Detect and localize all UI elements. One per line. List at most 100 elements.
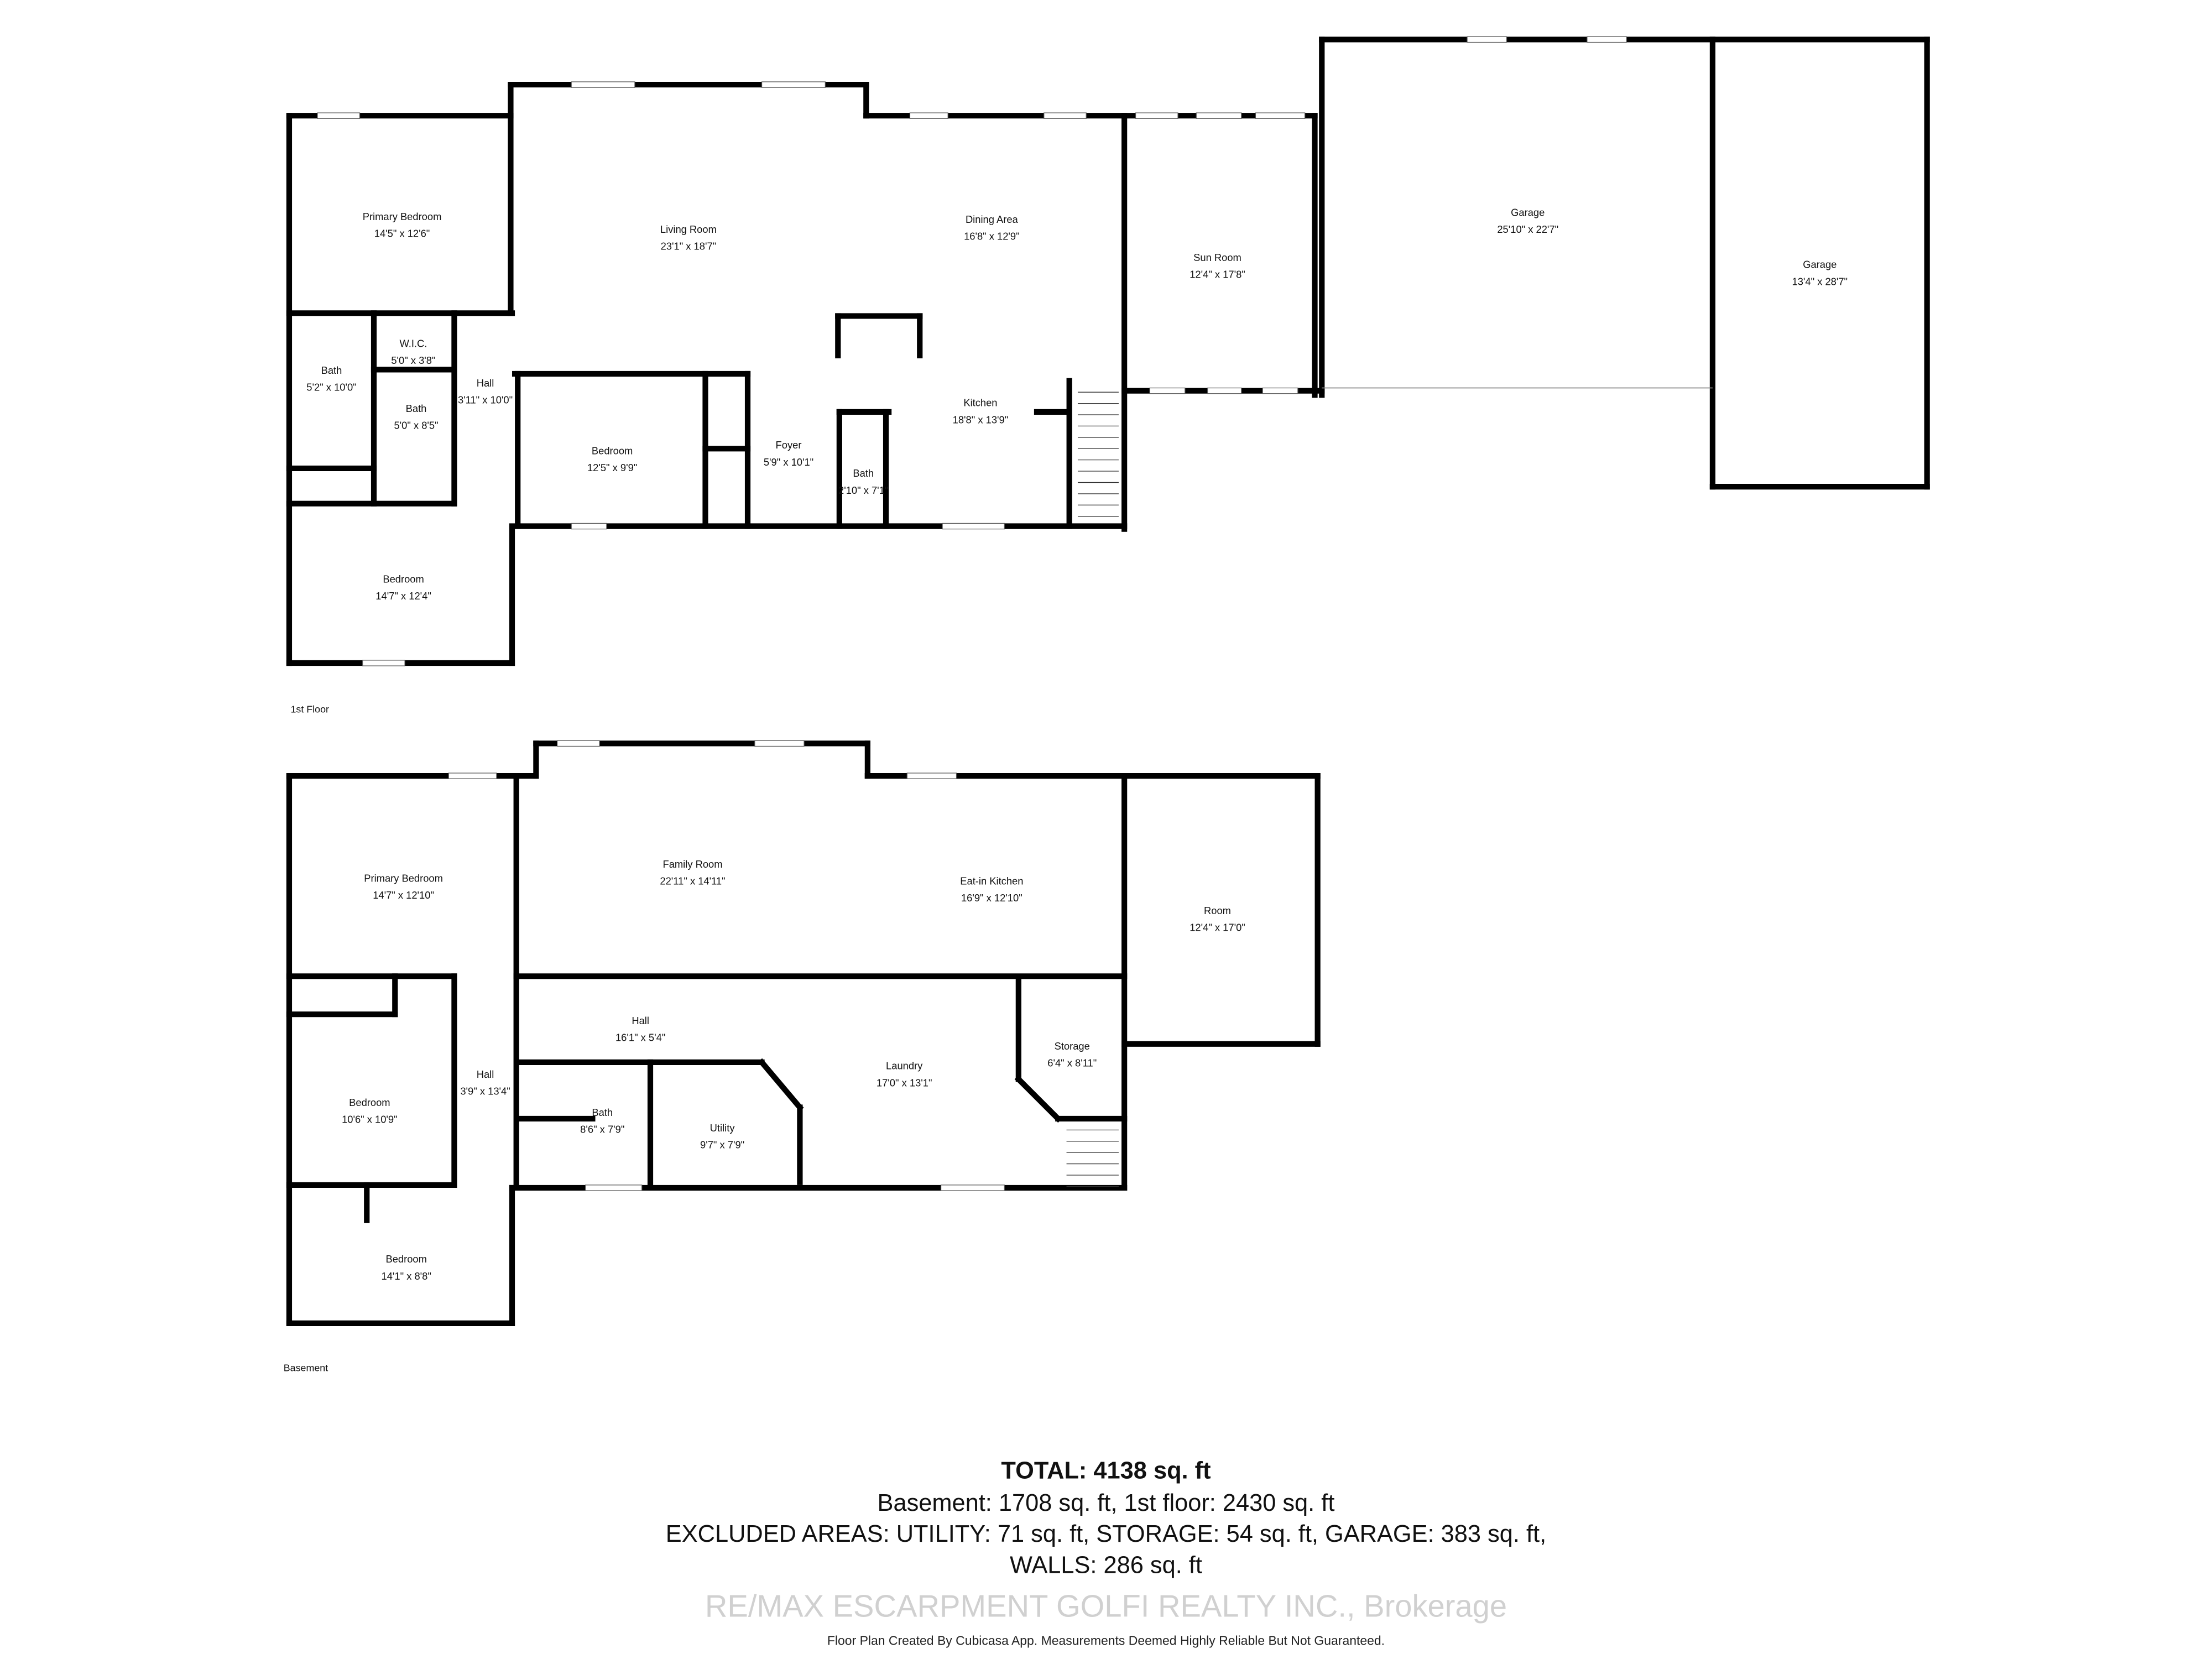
room-label: Primary Bedroom 14'7" x 12'10": [364, 870, 443, 904]
window: [761, 81, 826, 88]
room-name: Bath: [592, 1105, 613, 1119]
floor-label-1st: 1st Floor: [290, 705, 329, 716]
window: [362, 660, 405, 666]
room-dims: 25'10" x 22'7": [1497, 223, 1559, 236]
room-dims: 2'10" x 7'1": [838, 483, 889, 497]
window: [557, 740, 600, 747]
floor-label-basement: Basement: [283, 1364, 328, 1374]
window: [940, 1185, 1005, 1191]
room-name: Bedroom: [383, 572, 424, 586]
window: [571, 81, 635, 88]
room-name: Room: [1204, 904, 1231, 917]
window: [1196, 112, 1242, 119]
room-dims: 10'6" x 10'9": [342, 1113, 398, 1126]
room-name: Bath: [405, 402, 427, 415]
room-name: Bath: [321, 364, 342, 377]
room-dims: 14'7" x 12'4": [375, 589, 431, 603]
room-label: Dining Area 16'8" x 12'9": [964, 212, 1020, 246]
room-dims: 22'11" x 14'11": [660, 874, 726, 888]
room-name: W.I.C.: [399, 337, 427, 350]
room-name: Primary Bedroom: [362, 210, 442, 223]
room-label: Kitchen 18'8" x 13'9": [953, 395, 1009, 429]
room-label: Bedroom 12'5" x 9'9": [587, 443, 637, 477]
room-label: Bath 5'2" x 10'0": [306, 363, 356, 397]
room-label: Bath 2'10" x 7'1": [838, 466, 888, 499]
room-dims: 16'9" x 12'10": [961, 891, 1022, 905]
room-dims: 14'1" x 8'8": [381, 1269, 431, 1282]
room-label: Garage 25'10" x 22'7": [1497, 205, 1558, 238]
room-label: W.I.C. 5'0" x 3'8": [391, 336, 435, 369]
room-dims: 12'4" x 17'8": [1190, 268, 1245, 281]
room-name: Garage: [1803, 258, 1837, 271]
room-dims: 14'7" x 12'10": [373, 889, 434, 902]
room-name: Bedroom: [591, 444, 633, 457]
room-name: Living Room: [660, 223, 717, 236]
room-name: Hall: [476, 377, 494, 390]
room-dims: 6'4" x 8'11": [1047, 1056, 1097, 1070]
room-name: Bath: [853, 467, 874, 480]
floor-areas: Basement: 1708 sq. ft, 1st floor: 2430 s…: [877, 1489, 1335, 1517]
window: [448, 773, 497, 779]
brokerage-watermark: RE/MAX ESCARPMENT GOLFI REALTY INC., Bro…: [705, 1588, 1507, 1624]
room-dims: 16'8" x 12'9": [964, 229, 1020, 243]
room-label: Bath 8'6" x 7'9": [580, 1104, 624, 1138]
room-dims: 5'0" x 3'8": [391, 354, 436, 367]
room-name: Primary Bedroom: [364, 872, 443, 885]
room-dims: 18'8" x 13'9": [952, 413, 1009, 426]
room-dims: 23'1" x 18'7": [660, 239, 717, 253]
room-dims: 3'11" x 10'0": [457, 393, 513, 406]
window: [1467, 36, 1507, 43]
room-label: Laundry 17'0" x 13'1": [877, 1058, 932, 1092]
room-label: Bedroom 14'7" x 12'4": [375, 571, 431, 605]
room-label: Room 12'4" x 17'0": [1190, 903, 1245, 937]
room-label: Eat-in Kitchen 16'9" x 12'10": [960, 873, 1023, 907]
room-dims: 5'2" x 10'0": [306, 380, 357, 394]
floor-plan-credit: Floor Plan Created By Cubicasa App. Meas…: [827, 1634, 1385, 1648]
room-name: Storage: [1054, 1040, 1090, 1053]
room-name: Kitchen: [963, 396, 998, 409]
window: [909, 112, 948, 119]
window: [942, 523, 1005, 530]
window: [1149, 387, 1186, 394]
room-dims: 5'9" x 10'1": [763, 455, 814, 468]
room-dims: 17'0" x 13'1": [876, 1076, 932, 1089]
room-dims: 12'5" x 9'9": [587, 461, 638, 474]
window: [1207, 387, 1242, 394]
room-name: Eat-in Kitchen: [960, 874, 1024, 888]
room-name: Dining Area: [965, 213, 1018, 226]
window: [1044, 112, 1087, 119]
room-name: Laundry: [886, 1059, 923, 1072]
room-name: Utility: [709, 1121, 735, 1135]
room-dims: 5'0" x 8'5": [394, 419, 439, 432]
room-label: Primary Bedroom 14'5" x 12'6": [363, 209, 442, 243]
window: [754, 740, 805, 747]
room-name: Family Room: [662, 858, 723, 870]
total-area: TOTAL: 4138 sq. ft: [1001, 1457, 1211, 1484]
room-name: Garage: [1511, 206, 1545, 219]
excluded-areas: EXCLUDED AREAS: UTILITY: 71 sq. ft, STOR…: [665, 1520, 1547, 1548]
room-name: Hall: [476, 1068, 494, 1081]
room-dims: 12'4" x 17'0": [1190, 921, 1245, 934]
room-label: Living Room 23'1" x 18'7": [660, 222, 717, 255]
room-name: Sun Room: [1193, 251, 1241, 264]
room-label: Sun Room 12'4" x 17'8": [1190, 250, 1245, 284]
wall: [1014, 1075, 1062, 1123]
window: [906, 773, 957, 779]
room-dims: 8'6" x 7'9": [580, 1123, 625, 1136]
room-dims: 13'4" x 28'7": [1792, 275, 1848, 288]
room-label: Bath 5'0" x 8'5": [394, 400, 438, 434]
window: [1262, 387, 1298, 394]
room-dims: 14'5" x 12'6": [374, 227, 430, 240]
room-label: Hall 3'11" x 10'0": [458, 375, 513, 409]
walls-area: WALLS: 286 sq. ft: [1009, 1552, 1202, 1579]
room-label: Family Room 22'11" x 14'11": [660, 856, 725, 890]
room-label: Storage 6'4" x 8'11": [1047, 1039, 1097, 1072]
window: [1135, 112, 1178, 119]
